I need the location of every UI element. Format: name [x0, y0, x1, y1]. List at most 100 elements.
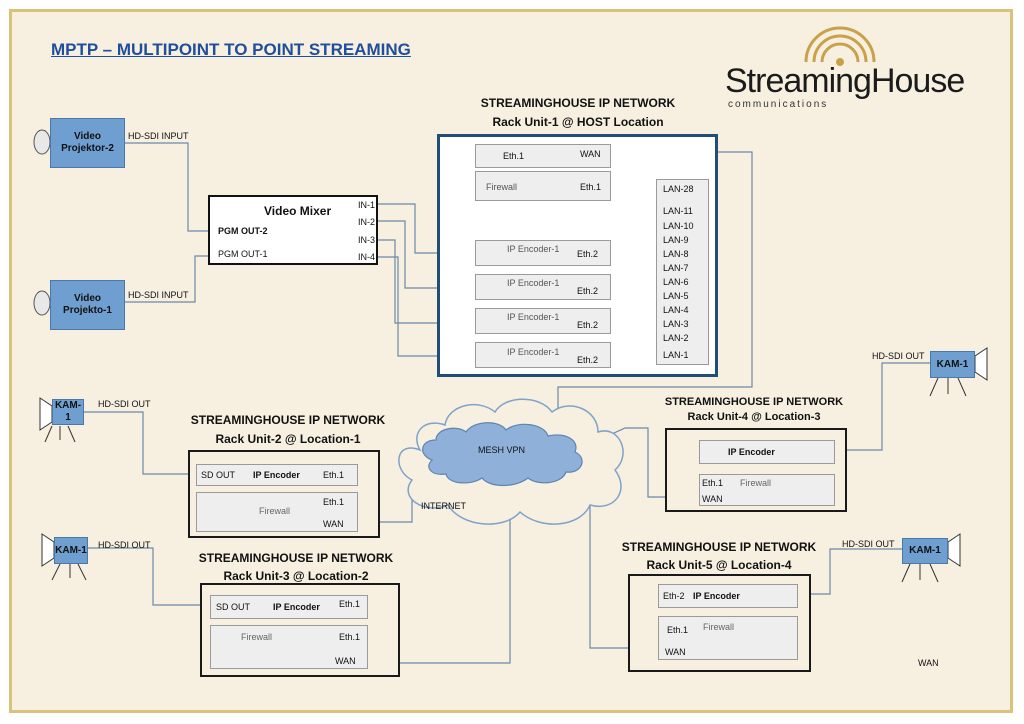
- host-encoder-4-label: IP Encoder-1: [507, 347, 560, 357]
- rack2-title-line2: Rack Unit-2 @ Location-1: [215, 432, 361, 446]
- rack4-title-line1: STREAMINGHOUSE IP NETWORK: [664, 396, 844, 408]
- host-encoder-1-eth: Eth.2: [577, 249, 599, 259]
- projektor-1-input-label: HD-SDI INPUT: [128, 290, 189, 300]
- rack-unit-4: IP Encoder Eth.1 Firewall WAN: [665, 428, 847, 512]
- rack2-title-line1: STREAMINGHOUSE IP NETWORK: [190, 413, 386, 427]
- rack3-title-line2: Rack Unit-3 @ Location-2: [223, 569, 369, 583]
- rack3-firewall-label: Firewall: [241, 632, 273, 642]
- mixer-in-2: IN-2: [358, 217, 376, 227]
- camera-4-out-label: HD-SDI OUT: [842, 539, 895, 549]
- rack2-firewall-label: Firewall: [259, 506, 291, 516]
- lan-port-7: LAN-7: [663, 263, 689, 273]
- wire-in4-enc4: [376, 256, 474, 357]
- rack5-wan: WAN: [665, 647, 686, 657]
- host-encoder-1-label: IP Encoder-1: [507, 244, 560, 254]
- pgm-out-1: PGM OUT-1: [218, 249, 268, 259]
- host-firewall-label: Firewall: [486, 182, 518, 192]
- wire-rack3-wan: [364, 478, 511, 664]
- lan-port-3: LAN-3: [663, 319, 689, 329]
- rack3-title-line1: STREAMINGHOUSE IP NETWORK: [198, 551, 394, 565]
- host-title-line2: Rack Unit-1 @ HOST Location: [492, 115, 664, 129]
- camera-4-location-4: KAM-1: [902, 538, 948, 564]
- wire-projektor1-pgm1: [125, 255, 210, 303]
- lan-port-4: LAN-4: [663, 305, 689, 315]
- lan-port-10: LAN-10: [663, 221, 694, 231]
- rack5-title-line2: Rack Unit-5 @ Location-4: [646, 558, 792, 572]
- host-encoder-3-label: IP Encoder-1: [507, 312, 560, 322]
- wire-cam3-rack4: [833, 362, 930, 451]
- host-title-line1: STREAMINGHOUSE IP NETWORK: [480, 96, 676, 110]
- host-encoder-2-label: IP Encoder-1: [507, 278, 560, 288]
- rack-unit-2: SD OUT IP Encoder Eth.1 Eth.1 Firewall W…: [188, 450, 380, 538]
- rack2-wan: WAN: [323, 519, 344, 529]
- rack4-firewall: Eth.1 Firewall WAN: [699, 474, 835, 506]
- rack5-encoder-label: IP Encoder: [693, 591, 740, 601]
- host-encoder-4: IP Encoder-1 Eth.2: [475, 342, 611, 368]
- host-encoder-2-eth: Eth.2: [577, 286, 599, 296]
- page-title: MPTP – MULTIPOINT TO POINT STREAMING: [51, 40, 411, 59]
- rack3-sd-out: SD OUT: [216, 602, 251, 612]
- camera-3-out-label: HD-SDI OUT: [872, 351, 925, 361]
- mesh-vpn-label: MESH VPN: [478, 445, 526, 455]
- camera-1-out-label: HD-SDI OUT: [98, 399, 151, 409]
- camera-shapes: [39, 347, 988, 583]
- rack4-firewall-eth: Eth.1: [702, 478, 724, 488]
- host-firewall: Firewall Eth.1: [475, 171, 611, 201]
- video-mixer-title: Video Mixer: [264, 204, 332, 218]
- mixer-in-1: IN-1: [358, 200, 376, 210]
- host-router-eth: Eth.1: [503, 151, 525, 161]
- projektor2-lens: [33, 129, 51, 155]
- logo-tagline: communications: [728, 99, 829, 110]
- lan-port-5: LAN-5: [663, 291, 689, 301]
- projektor1-lens: [33, 290, 51, 316]
- internet-label: INTERNET: [421, 501, 466, 511]
- rack5-firewall-eth: Eth.1: [667, 625, 689, 635]
- mixer-in-4: IN-4: [358, 252, 376, 262]
- rack4-encoder-label: IP Encoder: [728, 447, 775, 457]
- host-encoder-4-eth: Eth.2: [577, 355, 599, 365]
- rack2-firewall: Eth.1 Firewall WAN: [196, 492, 358, 532]
- projektor-2-input-label: HD-SDI INPUT: [128, 131, 189, 141]
- pgm-out-2: PGM OUT-2: [218, 226, 268, 236]
- video-mixer: Video Mixer PGM OUT-2 PGM OUT-1 IN-1 IN-…: [208, 195, 378, 265]
- host-lan-switch: LAN-28 LAN-11 LAN-10 LAN-9 LAN-8 LAN-7 L…: [656, 179, 709, 365]
- host-encoder-1: IP Encoder-1 Eth.2: [475, 240, 611, 266]
- wire-cam2-rack3: [88, 547, 210, 606]
- wire-cam1-rack2: [84, 411, 196, 475]
- wire-in3-enc3: [376, 239, 474, 324]
- rack5-encoder-eth: Eth-2: [663, 591, 685, 601]
- camera-2-out-label: HD-SDI OUT: [98, 540, 151, 550]
- lan-port-9: LAN-9: [663, 235, 689, 245]
- host-encoder-2: IP Encoder-1 Eth.2: [475, 274, 611, 300]
- rack3-encoder-eth: Eth.1: [339, 599, 361, 609]
- rack3-firewall-eth: Eth.1: [339, 632, 361, 642]
- lan-port-8: LAN-8: [663, 249, 689, 259]
- host-rack-unit-1: Eth.1 WAN Firewall Eth.1 IP Encoder-1 Et…: [437, 134, 718, 377]
- rack4-firewall-label: Firewall: [740, 478, 772, 488]
- rack5-encoder: Eth-2 IP Encoder: [658, 584, 798, 608]
- host-encoder-3-eth: Eth.2: [577, 320, 599, 330]
- rack2-encoder: SD OUT IP Encoder Eth.1: [196, 464, 358, 486]
- rack4-title-line2: Rack Unit-4 @ Location-3: [687, 411, 821, 423]
- rack5-firewall-label: Firewall: [703, 622, 735, 632]
- projektor-1-box: Video Projekto-1: [50, 280, 125, 330]
- rack3-firewall: Firewall Eth.1 WAN: [210, 625, 368, 669]
- wire-cam4-rack5: [797, 548, 902, 595]
- rack4-encoder: IP Encoder: [699, 440, 835, 464]
- camera-1-location-1: KAM-1: [52, 399, 84, 425]
- lan-port-1: LAN-1: [663, 350, 689, 360]
- rack2-encoder-label: IP Encoder: [253, 470, 300, 480]
- rack3-wan: WAN: [335, 656, 356, 666]
- wire-projektor2-pgm2: [125, 142, 210, 232]
- lan-port-28: LAN-28: [663, 184, 694, 194]
- mesh-vpn-cloud: [422, 422, 583, 487]
- rack2-firewall-eth: Eth.1: [323, 497, 345, 507]
- rack2-encoder-eth: Eth.1: [323, 470, 345, 480]
- camera-3-location-3: KAM-1: [930, 351, 975, 378]
- rack5-firewall: Eth.1 Firewall WAN: [658, 616, 798, 660]
- rack3-encoder: SD OUT IP Encoder Eth.1: [210, 595, 368, 619]
- host-router-wan: WAN: [580, 149, 601, 159]
- rack-unit-5: Eth-2 IP Encoder Eth.1 Firewall WAN: [628, 574, 811, 672]
